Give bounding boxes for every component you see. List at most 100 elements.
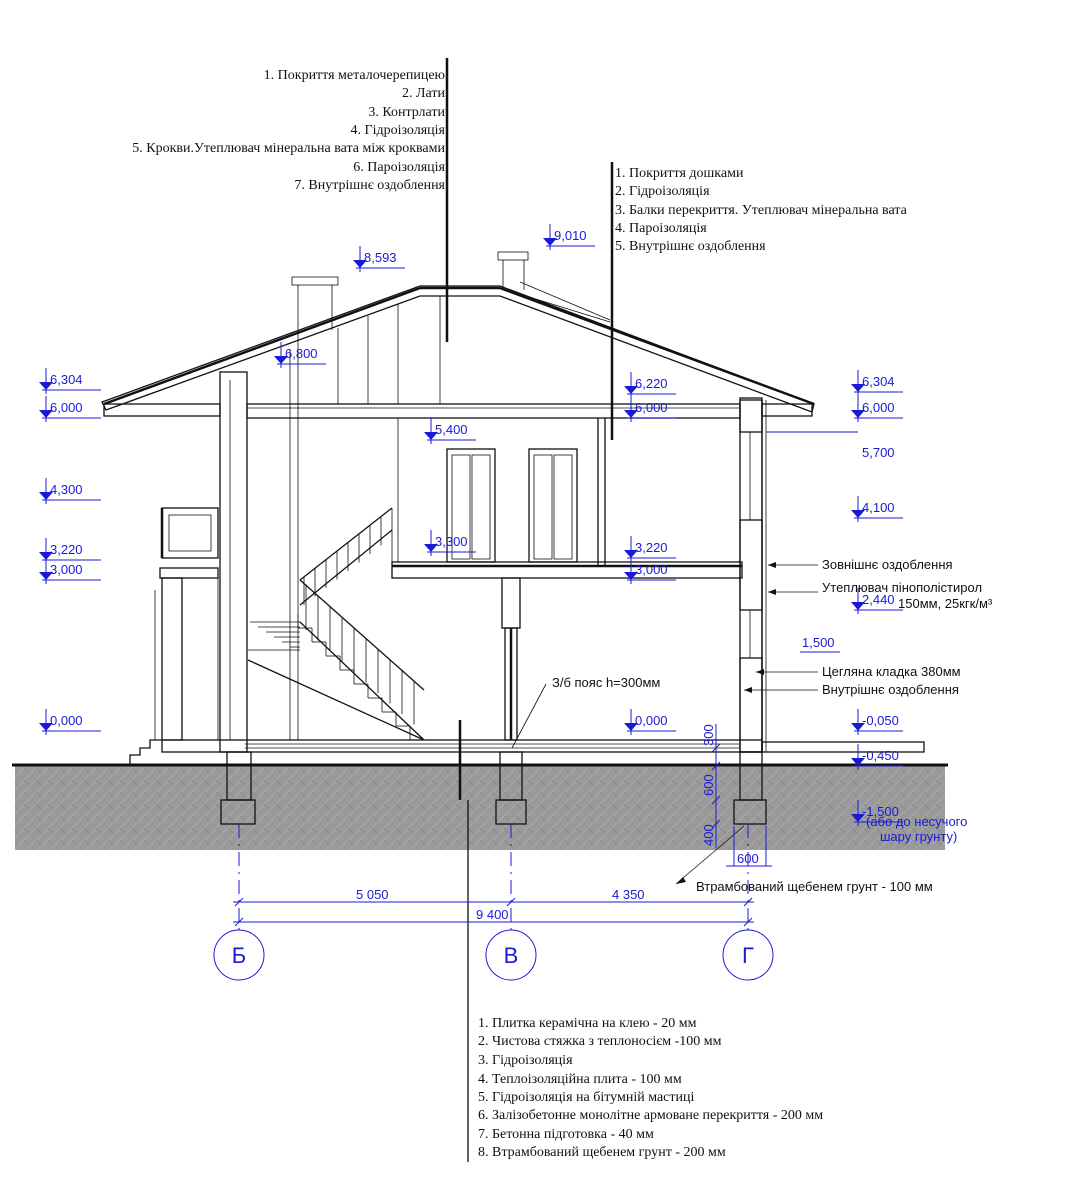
level-value: 3,300 (435, 534, 468, 549)
axis-label: В (504, 943, 519, 968)
ground-slab (161, 739, 763, 753)
attic-background (337, 296, 613, 562)
roof (101, 281, 815, 413)
roof-note: 7. Внутрішнє оздоблення (294, 178, 445, 193)
level-value: 6,220 (635, 376, 668, 391)
level-value: 3,000 (635, 562, 668, 577)
interior-wall (501, 577, 521, 741)
chimneys (289, 251, 529, 740)
pavement (761, 741, 925, 753)
level-marker: 6,000 (624, 396, 676, 422)
level-marker: 8,593 (353, 246, 405, 272)
level-marker: -0,050 (851, 709, 903, 735)
attic-note: 1. Покриття дошками (615, 166, 744, 181)
floor-note: 4. Теплоізоляційна плита - 100 мм (478, 1072, 682, 1087)
insulation-spec-label: 150мм, 25кгк/м³ (898, 596, 993, 611)
roof-note: 1. Покриття металочерепицею (264, 68, 445, 83)
roof-note: 4. Гідроізоляція (350, 123, 445, 138)
attic-note: 4. Пароізоляція (615, 221, 707, 236)
level-marker: 3,000 (624, 558, 676, 584)
intermediate-slab (391, 418, 743, 579)
level-value: -1,500 (862, 804, 899, 819)
ground-fill (15, 765, 945, 850)
roof-notes: 1. Покриття металочерепицею 2. Лати 3. К… (132, 68, 445, 193)
level-marker: 5,400 (424, 418, 476, 444)
floor-note: 5. Гідроізоляція на бітумній мастиці (478, 1090, 695, 1105)
level-markers: 6,304 6,000 4,300 3,220 3,000 0,000 8,593 6,800… (39, 224, 903, 826)
level-value: 1,500 (802, 635, 835, 650)
bearing-note-2: шару грунту) (880, 829, 957, 844)
level-value: 4,300 (50, 482, 83, 497)
axis-circle (213, 929, 265, 981)
axis-dimensions: 5 050 4 350 9 400 Б В Г (213, 824, 774, 981)
level-marker: 0,000 (624, 709, 676, 735)
level-marker: -0,450 (851, 744, 903, 770)
level-value: -0,450 (862, 748, 899, 763)
masonry-label: Цегляна кладка 380мм (822, 664, 961, 679)
span-total: 9 400 (476, 907, 509, 922)
axis-label: Б (232, 943, 246, 968)
level-marker: 6,800 (274, 342, 326, 368)
ground-floor-notes: 1. Плитка керамічна на клею - 20 мм 2. Ч… (478, 1016, 823, 1160)
floor-note: 6. Залізобетонне монолітне армоване пере… (478, 1108, 823, 1123)
roof-note: 2. Лати (402, 86, 445, 101)
level-marker: 2,440 (851, 588, 903, 614)
axis-circle (722, 929, 774, 981)
level-value: 3,000 (50, 562, 83, 577)
bearing-note-1: (або до несучого (866, 814, 967, 829)
floor-note: 2. Чистова стяжка з теплоносієм -100 мм (478, 1034, 722, 1049)
level-marker: 6,304 (39, 368, 101, 394)
attic-floor-notes: 1. Покриття дошками 2. Гідроізоляція 3. … (615, 166, 908, 254)
roof-note: 5. Крокви.Утеплювач мінеральна вата між … (132, 141, 445, 156)
belt-label: З/б пояс h=300мм (552, 675, 660, 690)
level-value: 6,000 (50, 400, 83, 415)
level-marker: 0,000 (39, 709, 101, 735)
doors (446, 448, 578, 563)
level-value: 6,304 (862, 374, 895, 389)
level-value: 0,000 (50, 713, 83, 728)
interior-finish-label: Внутрішнє оздоблення (822, 682, 959, 697)
attic-note: 2. Гідроізоляція (615, 184, 710, 199)
floor-note: 1. Плитка керамічна на клею - 20 мм (478, 1016, 697, 1031)
level-value: 3,220 (50, 542, 83, 557)
level-value: 4,100 (862, 500, 895, 515)
roof-note: 3. Контрлати (368, 105, 445, 120)
level-value: 6,800 (285, 346, 318, 361)
attic-slab (103, 403, 813, 419)
level-marker: 3,220 (39, 538, 101, 564)
level-value: 6,304 (50, 372, 83, 387)
level-value: -0,050 (862, 713, 899, 728)
span-vg: 4 350 (612, 887, 645, 902)
level-marker: 3,000 (39, 558, 101, 584)
floor-note: 7. Бетонна підготовка - 40 мм (478, 1127, 654, 1142)
roof-note: 6. Пароізоляція (353, 160, 445, 175)
level-marker: 4,100 (851, 496, 903, 522)
level-value: 8,593 (364, 250, 397, 265)
level-value: 2,440 (862, 592, 895, 607)
level-marker: 6,000 (39, 396, 101, 422)
level-marker: 6,000 (851, 396, 903, 422)
level-value: 6,000 (862, 400, 895, 415)
wall-notes: Зовнішнє оздоблення Утеплювач пінополіст… (511, 557, 993, 894)
insulation-label: Утеплювач пінополістирол (822, 580, 982, 595)
exterior-finish-label: Зовнішнє оздоблення (822, 557, 953, 572)
dim-400: 400 (701, 824, 716, 846)
attic-note: 3. Балки перекриття. Утеплювач мінеральн… (615, 203, 908, 218)
level-value: 5,700 (862, 445, 895, 460)
level-value: 0,000 (635, 713, 668, 728)
level-marker: 3,300 (424, 530, 476, 556)
axis-label: Г (742, 943, 754, 968)
level-value: 9,010 (554, 228, 587, 243)
level-marker: 3,220 (624, 536, 676, 562)
level-value: 3,220 (635, 540, 668, 555)
staircase (247, 507, 425, 741)
gravel-label: Втрамбований щебенем грунт - 100 мм (696, 879, 933, 894)
level-value: 6,000 (635, 400, 668, 415)
axis-circle (485, 929, 537, 981)
floor-note: 3. Гідроізоляція (478, 1053, 573, 1068)
level-value: 5,400 (435, 422, 468, 437)
dim-600: 600 (701, 774, 716, 796)
level-marker: -1,500 (851, 800, 903, 826)
dim-300: 300 (701, 724, 716, 746)
